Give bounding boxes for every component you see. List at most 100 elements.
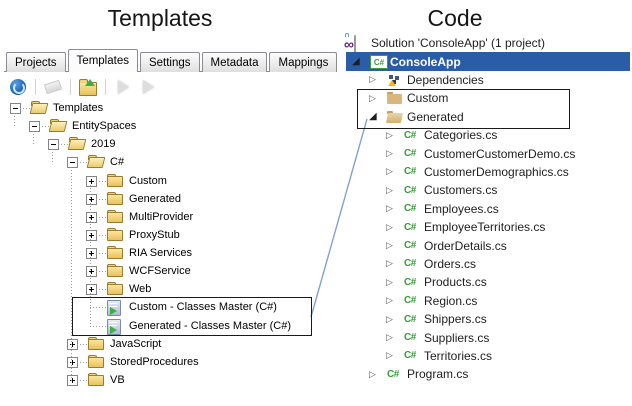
- tree-item-javascript[interactable]: JavaScript: [0, 335, 632, 353]
- tab-settings[interactable]: Settings: [139, 52, 200, 72]
- solution-item-label[interactable]: Products.cs: [424, 275, 487, 290]
- tree-item-custom[interactable]: Custom: [0, 172, 632, 190]
- tree-item-storedprocedures[interactable]: StoredProcedures: [0, 353, 632, 371]
- solution-item-label[interactable]: CustomerCustomerDemo.cs: [424, 146, 576, 161]
- tree-item-proxystub[interactable]: ProxyStub: [0, 226, 632, 244]
- tree-item-label[interactable]: MultiProvider: [129, 210, 194, 223]
- solution-item-label[interactable]: OrderDetails.cs: [424, 238, 507, 253]
- solution-item-solution-consoleapp-1-project[interactable]: ∞Solution 'ConsoleApp' (1 project): [0, 34, 632, 54]
- solution-item-dependencies[interactable]: ▷ Dependencies: [0, 71, 632, 89]
- refresh-button[interactable]: [8, 77, 28, 97]
- chevron-collapsed-icon[interactable]: ▷: [386, 184, 393, 195]
- solution-item-label[interactable]: ConsoleApp: [390, 54, 461, 69]
- chevron-collapsed-icon[interactable]: ▷: [369, 74, 376, 85]
- tree-item-label[interactable]: EntitySpaces: [72, 120, 137, 133]
- solution-item-territories-cs[interactable]: ▷C#Territories.cs: [0, 347, 632, 365]
- solution-item-label[interactable]: Shippers.cs: [424, 312, 487, 327]
- tree-item-generated[interactable]: Generated: [0, 190, 632, 208]
- open-folder-icon: [31, 101, 47, 114]
- tree-item-wcfservice[interactable]: WCFService: [0, 262, 632, 280]
- tree-item-generated-classes-master-c[interactable]: Generated - Classes Master (C#): [0, 317, 632, 335]
- tree-item-label[interactable]: Generated - Classes Master (C#): [129, 319, 291, 332]
- tree-item-c[interactable]: C#: [0, 153, 632, 171]
- tree-item-label[interactable]: Custom: [129, 174, 167, 187]
- chevron-collapsed-icon[interactable]: ▷: [386, 258, 393, 269]
- chevron-collapsed-icon[interactable]: ▷: [386, 203, 393, 214]
- solution-item-label[interactable]: Employees.cs: [424, 201, 499, 216]
- tree-item-label[interactable]: WCFService: [129, 265, 191, 278]
- tree-item-label[interactable]: Web: [129, 283, 152, 296]
- solution-item-region-cs[interactable]: ▷C#Region.cs: [0, 292, 632, 310]
- tree-item-label[interactable]: 2019: [91, 138, 116, 151]
- tree-item-label[interactable]: StoredProcedures: [110, 355, 199, 368]
- tree-item-label[interactable]: JavaScript: [110, 337, 162, 350]
- solution-item-customerdemographics-cs[interactable]: ▷ C# CustomerDemographics.cs: [0, 163, 632, 181]
- chevron-collapsed-icon[interactable]: ▷: [386, 332, 393, 343]
- chevron-collapsed-icon[interactable]: ▷: [386, 313, 393, 324]
- tree-item-label[interactable]: VB: [110, 373, 125, 386]
- solution-item-label[interactable]: Suppliers.cs: [424, 330, 490, 345]
- solution-item-suppliers-cs[interactable]: ▷C#Suppliers.cs: [0, 328, 632, 346]
- tree-item-label[interactable]: Templates: [53, 102, 104, 114]
- chevron-collapsed-icon[interactable]: ▷: [386, 276, 393, 287]
- templates-toolbar: [8, 77, 158, 97]
- solution-item-label[interactable]: EmployeeTerritories.cs: [424, 220, 546, 235]
- solution-item-custom[interactable]: ▷ Custom: [0, 89, 632, 107]
- solution-item-products-cs[interactable]: ▷C#Products.cs: [0, 273, 632, 291]
- solution-item-employeeterritories-cs[interactable]: ▷C#EmployeeTerritories.cs: [0, 218, 632, 236]
- tree-item-ria-services[interactable]: RIA Services: [0, 244, 632, 262]
- chevron-collapsed-icon[interactable]: ▷: [386, 240, 393, 251]
- solution-item-categories-cs[interactable]: ▷ C# Categories.cs: [0, 126, 632, 144]
- solution-item-label[interactable]: Orders.cs: [424, 256, 477, 271]
- solution-item-customers-cs[interactable]: ▷C#Customers.cs: [0, 181, 632, 199]
- solution-item-program-cs[interactable]: ▷C#Program.cs: [0, 365, 632, 383]
- chevron-collapsed-icon[interactable]: ▷: [386, 148, 393, 159]
- tree-item-entityspaces[interactable]: EntitySpaces: [0, 117, 632, 135]
- solution-item-generated[interactable]: ◢ Generated: [0, 108, 632, 126]
- solution-item-employees-cs[interactable]: ▷C#Employees.cs: [0, 200, 632, 218]
- chevron-collapsed-icon[interactable]: ▷: [369, 368, 376, 379]
- tab-projects[interactable]: Projects: [6, 52, 66, 72]
- tab-metadata[interactable]: Metadata: [201, 52, 268, 72]
- solution-item-label[interactable]: Solution 'ConsoleApp' (1 project): [371, 36, 546, 51]
- tree-item-label[interactable]: ProxyStub: [129, 228, 180, 241]
- tree-item-label[interactable]: RIA Services: [129, 247, 192, 259]
- chevron-expanded-icon[interactable]: ◢: [352, 56, 360, 68]
- tab-templates[interactable]: Templates: [67, 49, 138, 72]
- tree-item-web[interactable]: Web: [0, 280, 632, 298]
- tree-item-label[interactable]: Custom - Classes Master (C#): [129, 301, 277, 314]
- solution-item-label[interactable]: Program.cs: [407, 367, 469, 382]
- chevron-collapsed-icon[interactable]: ▷: [386, 221, 393, 232]
- chevron-collapsed-icon[interactable]: ▷: [386, 350, 393, 361]
- tree-item-templates[interactable]: Templates: [0, 99, 632, 117]
- solution-item-label[interactable]: Categories.cs: [424, 128, 498, 143]
- open-template-folder-button[interactable]: [78, 77, 98, 97]
- chevron-expanded-icon[interactable]: ◢: [369, 111, 377, 123]
- solution-item-label[interactable]: CustomerDemographics.cs: [424, 164, 569, 179]
- solution-item-consoleapp[interactable]: ◢C#ConsoleApp: [0, 52, 632, 71]
- solution-item-orders-cs[interactable]: ▷C#Orders.cs: [0, 255, 632, 273]
- solution-item-label[interactable]: Customers.cs: [424, 183, 498, 198]
- solution-item-label[interactable]: Region.cs: [424, 293, 478, 308]
- solution-item-shippers-cs[interactable]: ▷C#Shippers.cs: [0, 310, 632, 328]
- solution-item-label[interactable]: Generated: [407, 109, 464, 124]
- tree-item-label[interactable]: C#: [110, 156, 125, 169]
- chevron-collapsed-icon[interactable]: ▷: [386, 166, 393, 177]
- tree-item-label[interactable]: Generated: [129, 192, 181, 205]
- solution-item-label[interactable]: Dependencies: [407, 72, 484, 87]
- solution-item-customercustomerdemo-cs[interactable]: ▷C#CustomerCustomerDemo.cs: [0, 144, 632, 162]
- tree-item-vb[interactable]: VB: [0, 371, 632, 389]
- solution-item-label[interactable]: Custom: [407, 91, 449, 106]
- play-icon: [142, 80, 154, 94]
- solution-item-orderdetails-cs[interactable]: ▷C#OrderDetails.cs: [0, 236, 632, 254]
- chevron-collapsed-icon[interactable]: ▷: [369, 92, 376, 103]
- csharp-file-icon: C#: [404, 129, 416, 141]
- chevron-collapsed-icon[interactable]: ▷: [386, 129, 393, 140]
- chevron-collapsed-icon[interactable]: ▷: [386, 295, 393, 306]
- tab-mappings[interactable]: Mappings: [269, 52, 338, 72]
- tree-item-2019[interactable]: 2019: [0, 135, 632, 153]
- tree-item-multiprovider[interactable]: MultiProvider: [0, 208, 632, 226]
- csharp-file-icon: C#: [404, 166, 416, 178]
- solution-item-label[interactable]: Territories.cs: [424, 348, 493, 363]
- tree-item-custom-classes-master-c[interactable]: Custom - Classes Master (C#): [0, 298, 632, 317]
